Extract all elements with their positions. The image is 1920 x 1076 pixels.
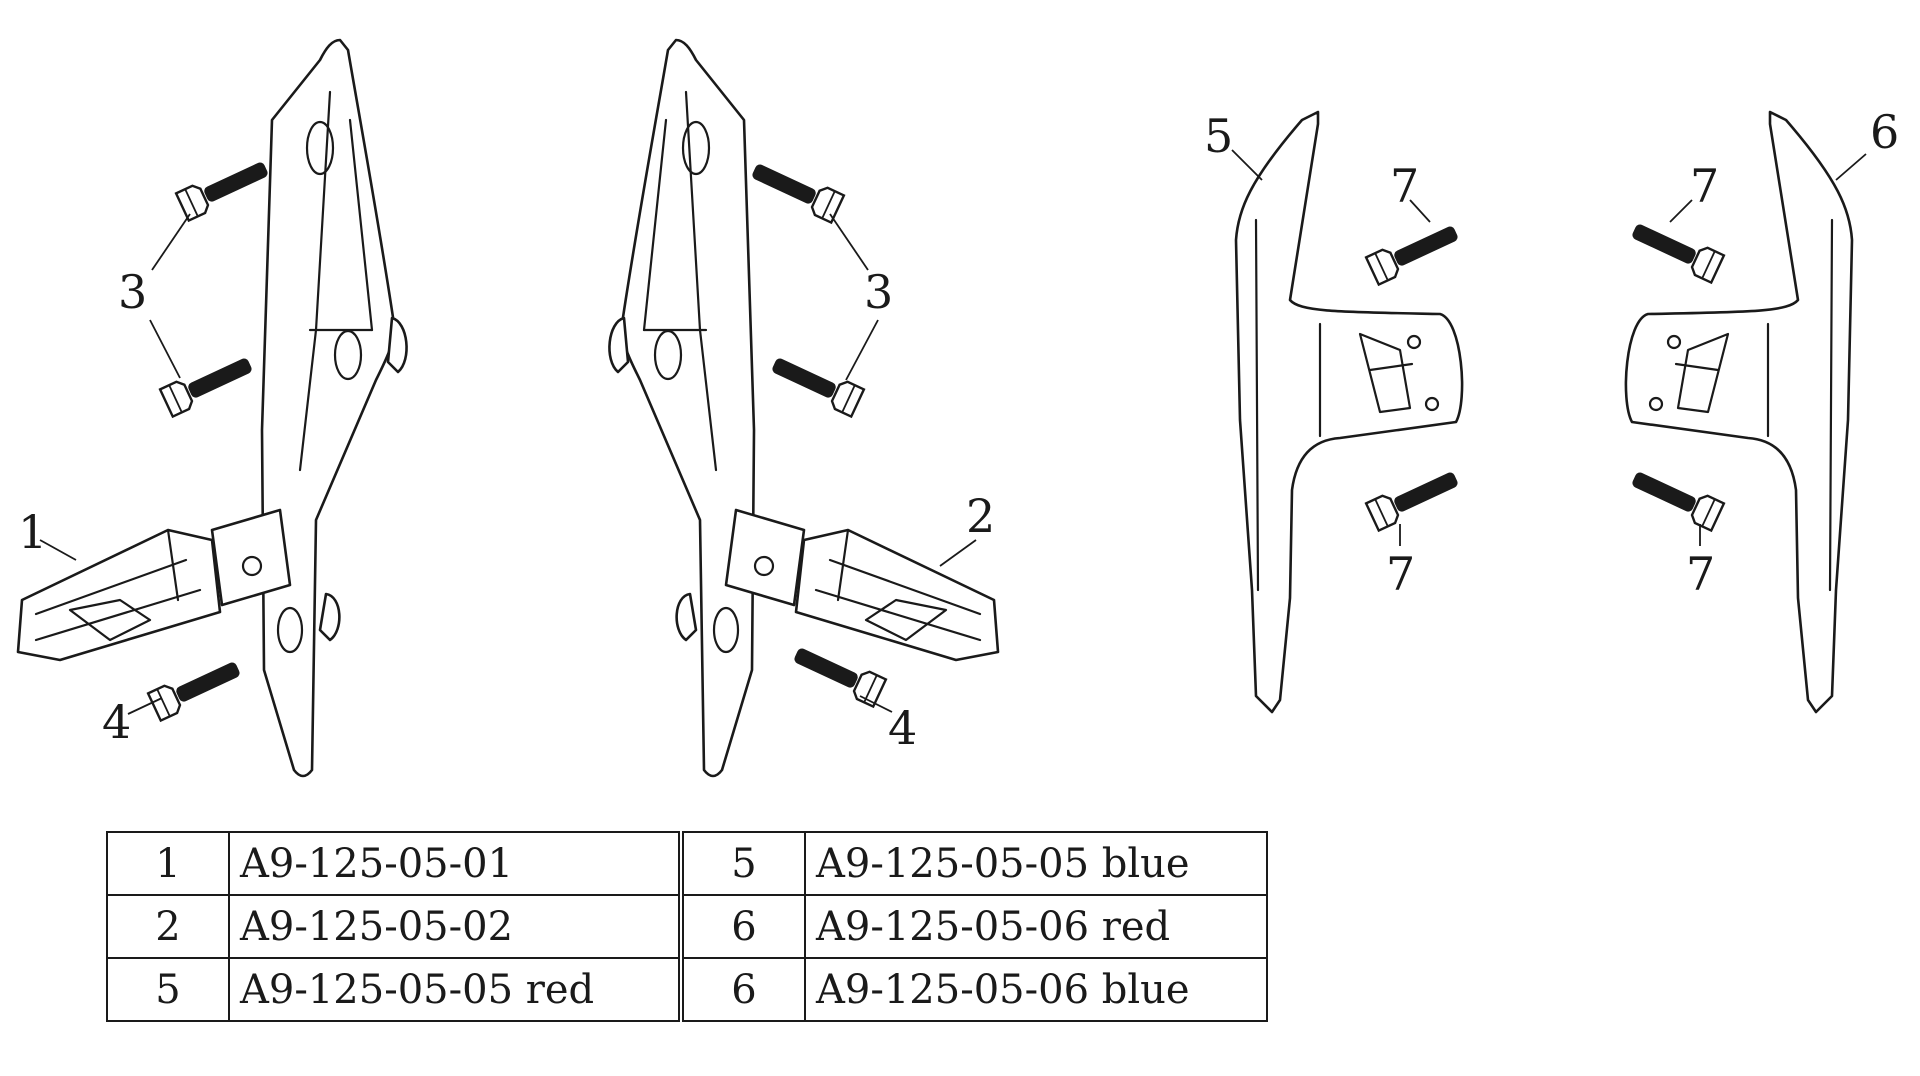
bolt-3-upper-left bbox=[174, 153, 274, 222]
table-row: 2 A9-125-05-02 6 A9-125-05-06 red bbox=[106, 894, 1268, 959]
leader-lines bbox=[39, 149, 1867, 715]
bolt-3-lower-left bbox=[158, 349, 258, 418]
parts-table: 1 A9-125-05-01 5 A9-125-05-05 blue 2 A9-… bbox=[106, 831, 1268, 1022]
bolt-4-right bbox=[788, 639, 888, 708]
part-code: A9-125-05-06 red bbox=[804, 894, 1268, 959]
bolt-7-upper-right bbox=[1626, 215, 1726, 284]
bolt-3-upper-right bbox=[746, 155, 846, 224]
callout-4-right: 4 bbox=[888, 701, 917, 755]
callout-5: 5 bbox=[1204, 109, 1233, 163]
part-number: 6 bbox=[682, 894, 806, 959]
callout-7-lower-left: 7 bbox=[1386, 547, 1415, 601]
table-row: 5 A9-125-05-05 red 6 A9-125-05-06 blue bbox=[106, 957, 1268, 1022]
bolt-3-lower-right bbox=[766, 349, 866, 418]
column-divider bbox=[678, 895, 684, 958]
bolt-7-lower-right bbox=[1626, 463, 1726, 532]
column-divider bbox=[678, 958, 684, 1021]
callout-7-lower-right: 7 bbox=[1686, 547, 1715, 601]
bolt-7-lower-left bbox=[1364, 463, 1464, 532]
peg-hanger-right bbox=[1624, 110, 1854, 714]
footrest-bracket-right bbox=[608, 38, 1000, 778]
part-code: A9-125-05-02 bbox=[228, 894, 680, 959]
part-code: A9-125-05-05 blue bbox=[804, 831, 1268, 896]
callout-7-upper-right: 7 bbox=[1690, 159, 1719, 213]
footrest-bracket-left bbox=[16, 38, 408, 778]
peg-hanger-left bbox=[1234, 110, 1464, 714]
bolt-4-left bbox=[146, 653, 246, 722]
part-number: 2 bbox=[106, 894, 230, 959]
callout-4-left: 4 bbox=[102, 695, 131, 749]
column-divider bbox=[678, 832, 684, 895]
part-code: A9-125-05-05 red bbox=[228, 957, 680, 1022]
part-number: 1 bbox=[106, 831, 230, 896]
callout-6: 6 bbox=[1870, 105, 1899, 159]
part-number: 5 bbox=[106, 957, 230, 1022]
callout-1: 1 bbox=[18, 505, 47, 559]
part-number: 6 bbox=[682, 957, 806, 1022]
callout-3-left: 3 bbox=[118, 265, 147, 319]
part-code: A9-125-05-06 blue bbox=[804, 957, 1268, 1022]
bolt-7-upper-left bbox=[1364, 217, 1464, 286]
part-number: 5 bbox=[682, 831, 806, 896]
table-row: 1 A9-125-05-01 5 A9-125-05-05 blue bbox=[106, 831, 1268, 896]
callout-7-upper-left: 7 bbox=[1390, 159, 1419, 213]
part-code: A9-125-05-01 bbox=[228, 831, 680, 896]
callout-2: 2 bbox=[966, 489, 995, 543]
callout-3-right: 3 bbox=[864, 265, 893, 319]
